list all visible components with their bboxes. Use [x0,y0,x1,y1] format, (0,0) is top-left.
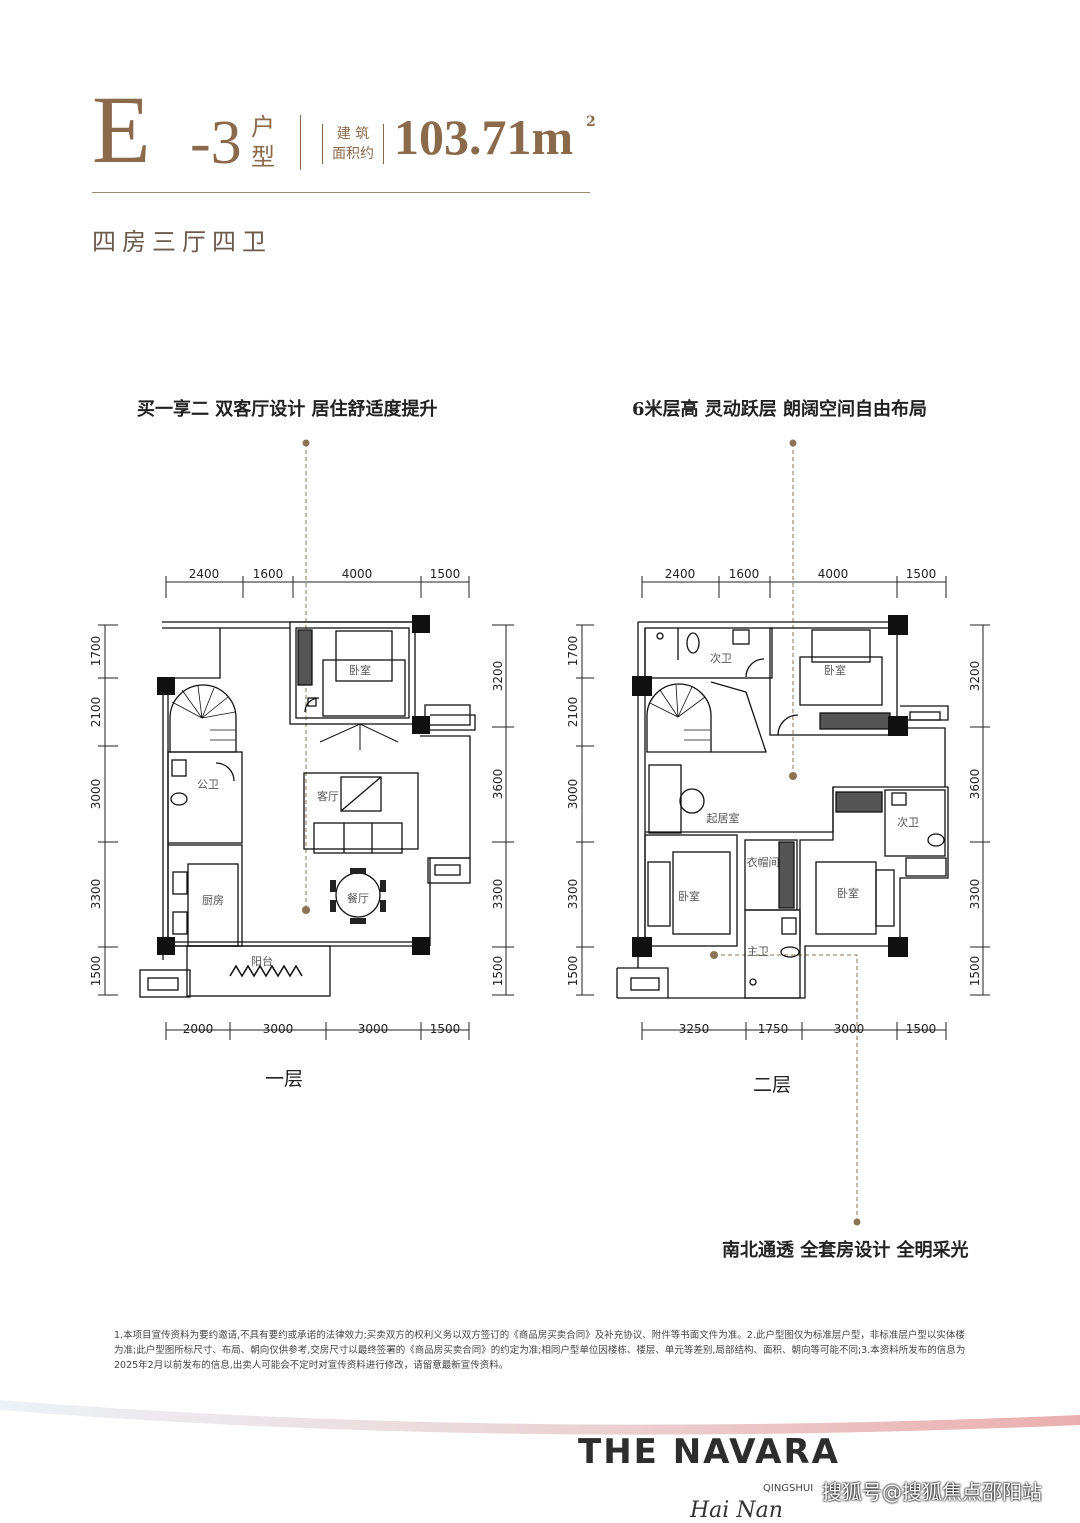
dim-label: 3200 [491,661,505,692]
unit-letter: E [92,76,151,183]
dim-label: 1500 [566,956,580,987]
area-value: 103.71m [394,109,574,165]
layout-text: 四房三厅四卫 [92,228,272,256]
room-label-kitchen: 厨房 [202,894,224,907]
brand-logo: THE NAVARA [578,1432,840,1472]
guide-dot [789,439,797,447]
area-unit-sup: 2 [586,114,596,130]
dim-label: 3300 [89,879,103,910]
floor2-columns [632,615,908,957]
dim-label: 1500 [968,956,982,987]
brand-script: Hai Nan [690,1498,783,1523]
dim-label: 1700 [566,636,580,667]
floor2-room-labels: 次卫 卧室 起居室 卧室 衣帽间 卧室 次卫 主卫 [678,651,919,958]
dim-label: 3300 [968,879,982,910]
dim-label: 4000 [342,567,373,581]
area-label: 建 筑 面积约 [322,124,384,164]
area-label-line2: 面积约 [332,146,374,162]
dim-label: 1500 [430,1022,461,1036]
dim-label: 1500 [89,956,103,987]
dim-label: 3250 [679,1022,710,1036]
floor1-columns [157,615,430,955]
dim-label: 1600 [253,567,284,581]
room-label-living: 客厅 [317,789,339,803]
dim-label: 2100 [566,697,580,728]
caption-right: 6米层高 灵动跃层 朗阔空间自由布局 [632,399,928,420]
room-label-bath2-top: 次卫 [710,651,732,665]
guide-dot [302,906,310,914]
dim-label: 3300 [566,879,580,910]
dim-label: 3000 [834,1022,865,1036]
dim-label: 1700 [89,636,103,667]
unit-number: -3 [190,109,242,177]
dim-label: 3600 [491,769,505,800]
dim-label: 2400 [189,567,220,581]
room-label-bedroom: 卧室 [349,663,371,677]
floor1-room-labels: 卧室 客厅 公卫 厨房 餐厅 阳台 [197,663,371,968]
dim-label: 2100 [89,697,103,728]
dim-label: 2400 [665,567,696,581]
floor2-plan: + [576,576,990,1040]
room-label-bedroom-top: 卧室 [824,663,846,677]
dim-label: 3000 [263,1022,294,1036]
area-label-line1: 建 筑 [336,126,370,142]
guide-line-bottom [714,954,858,1222]
guide-dot [789,772,797,780]
dim-label: 3600 [968,769,982,800]
room-label-bath: 公卫 [197,778,219,791]
dim-label: 1500 [906,567,937,581]
caption-bottom: 南北通透 全套房设计 全明采光 [722,1240,969,1261]
guide-dot [302,439,310,447]
room-label-bedroom-left: 卧室 [678,889,700,903]
divider [300,115,301,170]
floor2-dim-labels: 2400 1600 4000 1500 3250 1750 3000 1500 … [566,567,982,1036]
brand-sub: QINGSHUI [763,1483,814,1494]
unit-suffix: 户型 [251,113,275,171]
dim-label: 1600 [729,567,760,581]
room-label-master-bath: 主卫 [747,945,769,958]
dim-label: 1500 [906,1022,937,1036]
room-label-family: 起居室 [707,811,740,825]
guide-dot [710,951,718,959]
dim-label: 3200 [968,661,982,692]
disclaimer: 1.本项目宣传资料为要约邀请,不具有要约或承诺的法律效力;买卖双方的权利义务以双… [114,1330,966,1371]
dim-label: 4000 [818,567,849,581]
floor1-dim-labels: 2400 1600 4000 1500 2000 3000 3000 1500 … [89,567,505,1036]
floor1-dimensions [98,576,514,1040]
room-label-dining: 餐厅 [347,891,369,905]
floor2-dimensions [576,576,990,1040]
dim-label: 3300 [491,879,505,910]
watermark: 搜狐号@搜狐焦点邵阳站 [822,1480,1042,1504]
floor1-label: 一层 [265,1068,304,1090]
room-label-closet: 衣帽间 [747,855,780,869]
dim-label: 3000 [358,1022,389,1036]
dim-label: 1750 [758,1022,789,1036]
room-label-bath2-right: 次卫 [897,815,919,829]
dim-label: 2000 [183,1022,214,1036]
decorative-swoosh [0,1400,1080,1435]
dim-label: 1500 [491,956,505,987]
dim-label: 3000 [89,779,103,810]
dim-label: 3000 [566,779,580,810]
guide-dot [853,1218,861,1226]
floor1-plan [98,576,514,1040]
caption-left: 买一享二 双客厅设计 居住舒适度提升 [137,399,438,420]
dim-label: 1500 [430,567,461,581]
header-rule [92,192,590,193]
room-label-bedroom-right: 卧室 [837,886,859,900]
room-label-balcony: 阳台 [251,954,273,968]
floor2-label: 二层 [753,1074,792,1096]
